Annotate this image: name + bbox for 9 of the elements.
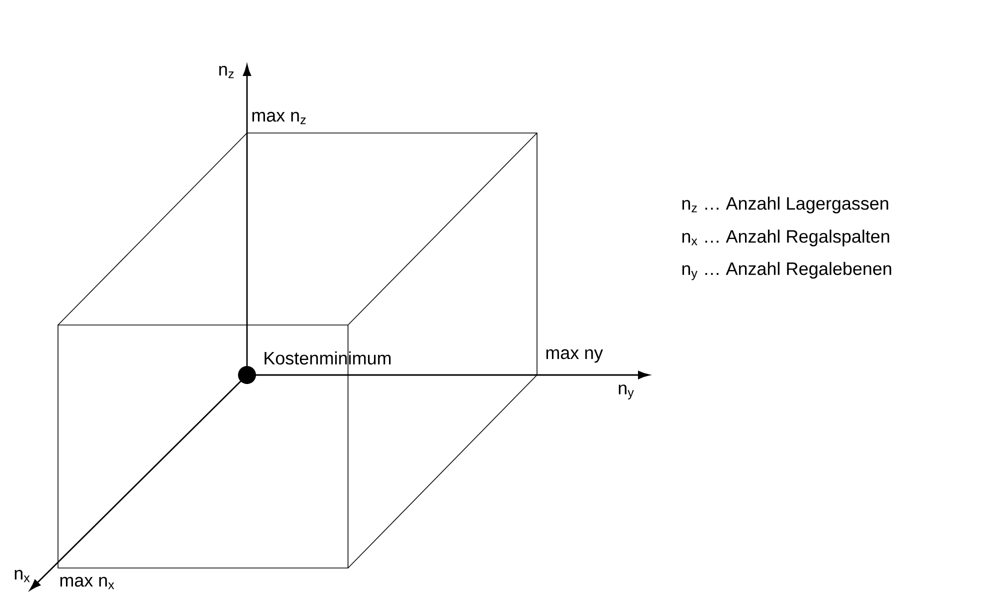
axis-label: n$_{y}$ — [618, 384, 634, 400]
legend-text: n$_{x}$ … Anzahl Regalspalten — [682, 230, 890, 246]
axis-max-label: max n$_{z}$ — [252, 112, 306, 124]
axis-max-label: max n$_{x}$ — [60, 576, 114, 590]
legend-text: n$_{z}$ … Anzahl Lagergassen — [682, 196, 888, 214]
axis-label: n$_{x}$ — [14, 570, 30, 582]
axis-label: n$_{z}$ — [219, 66, 234, 78]
axis-max-label: max ny — [546, 349, 603, 363]
legend-text: n$_{y}$ … Anzahl Regalebenen — [682, 262, 892, 280]
